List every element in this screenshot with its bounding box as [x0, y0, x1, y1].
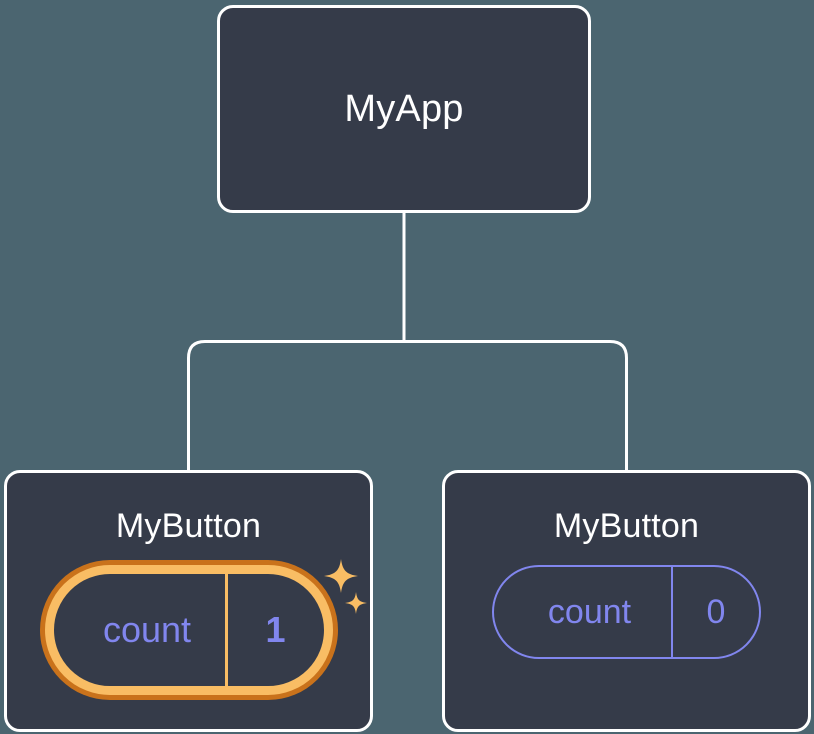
state-value-label: 1 [224, 574, 324, 686]
state-pill-wrapper: count 1 [44, 559, 367, 695]
state-pill-wrapper: count 0 [492, 565, 761, 659]
sparkle-small-icon [344, 592, 367, 614]
component-node-title: MyApp [344, 88, 464, 130]
component-node-mybutton-unchanged[interactable]: MyButton count 0 [442, 470, 811, 732]
state-key-label: count [547, 592, 632, 631]
component-node-title: MyButton [553, 507, 700, 545]
component-node-mybutton-updated[interactable]: MyButton count 1 [4, 470, 373, 732]
state-value-label: 0 [671, 567, 759, 657]
connector-children-bus [187, 340, 628, 470]
state-pill-highlighted[interactable]: count 1 [44, 565, 333, 695]
sparkle-large-icon [323, 559, 358, 593]
state-key-label: count [102, 609, 192, 650]
component-node-title: MyButton [115, 507, 262, 545]
state-pill-plain[interactable]: count 0 [492, 565, 761, 659]
component-node-myapp[interactable]: MyApp [217, 5, 591, 213]
